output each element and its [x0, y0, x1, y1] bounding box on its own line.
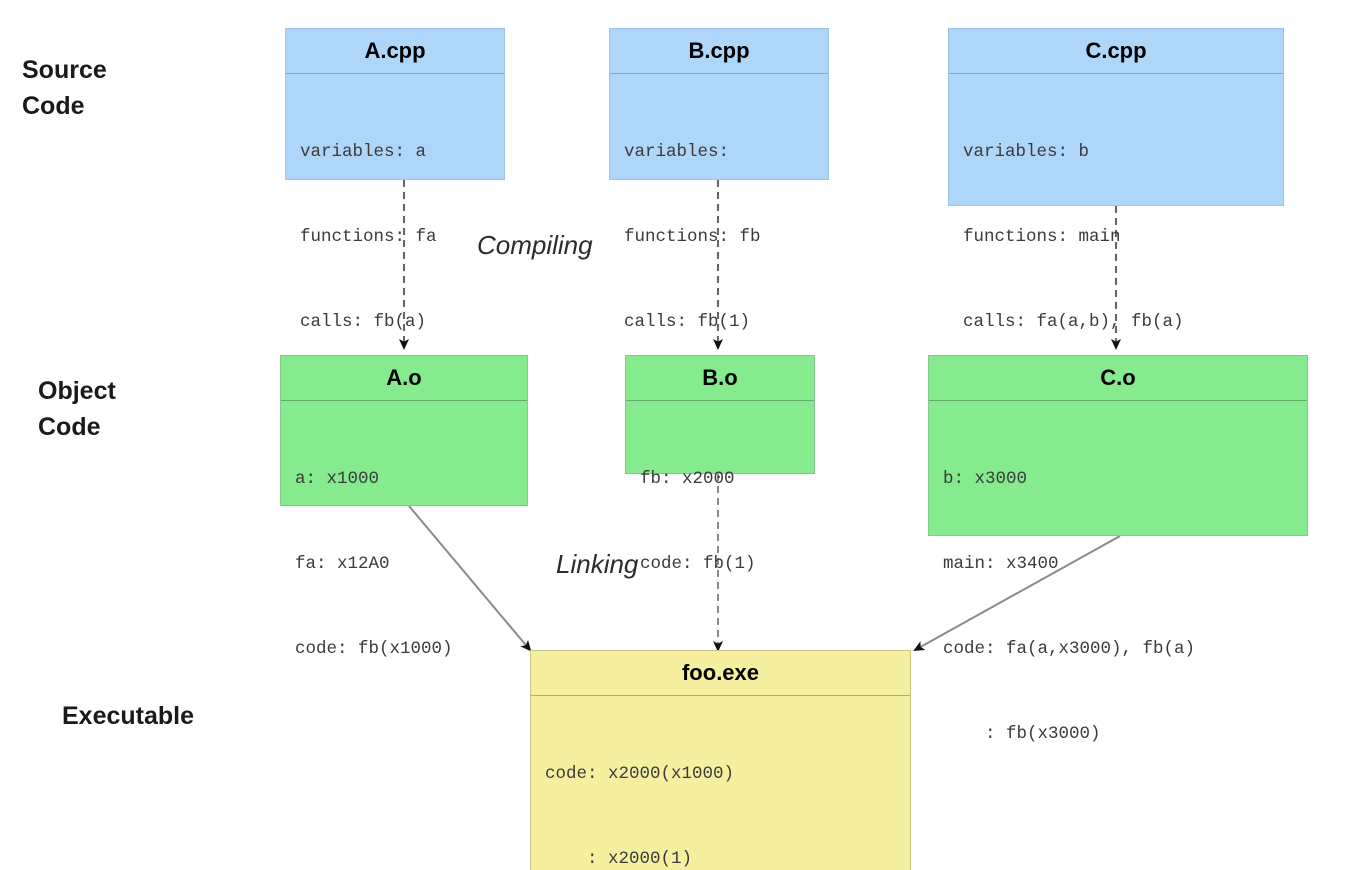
- node-c-cpp[interactable]: C.cpp variables: b functions: main calls…: [948, 28, 1284, 417]
- node-body-line: calls: fb(a): [300, 311, 427, 332]
- node-body: a: x1000 fa: x12A0 code: fb(x1000): [281, 401, 527, 727]
- node-body: code: x2000(x1000) : x2000(1) : x12A0(x1…: [531, 696, 910, 870]
- node-title: foo.exe: [531, 651, 910, 696]
- node-foo-exe[interactable]: foo.exe code: x2000(x1000) : x2000(1) : …: [530, 650, 911, 870]
- node-body-line: code: fb(1): [640, 553, 756, 574]
- node-body-line: main: x3400: [943, 553, 1059, 574]
- node-b-o[interactable]: B.o fb: x2000 code: fb(1): [625, 355, 815, 574]
- stage-label-object-code: Object Code: [38, 377, 116, 442]
- edge-label-compiling: Compiling: [477, 230, 593, 260]
- node-body: fb: x2000 code: fb(1): [626, 401, 814, 642]
- node-body-line: b: x3000: [943, 468, 1028, 489]
- node-body-line: fb: x2000: [640, 468, 735, 489]
- node-body-line: : x2000(1): [545, 848, 693, 869]
- node-body: b: x3000 main: x3400 code: fa(a,x3000), …: [929, 401, 1307, 812]
- stage-label-source-code: Source Code: [22, 56, 107, 121]
- node-body-line: fa: x12A0: [295, 553, 390, 574]
- stage-label-executable: Executable: [62, 702, 195, 730]
- node-body-line: functions: fb: [624, 226, 761, 247]
- node-body-line: calls: fa(a,b), fb(a): [963, 311, 1184, 332]
- node-body-line: code: fa(a,x3000), fb(a): [943, 638, 1196, 659]
- node-body-line: variables:: [624, 141, 730, 162]
- node-body-line: variables: b: [963, 141, 1090, 162]
- node-title: A.o: [281, 356, 527, 401]
- node-title: B.o: [626, 356, 814, 401]
- node-body-line: code: fb(x1000): [295, 638, 453, 659]
- node-body-line: calls: fb(1): [624, 311, 751, 332]
- node-body: variables: functions: fb calls: fb(1): [610, 74, 828, 400]
- node-a-cpp[interactable]: A.cpp variables: a functions: fa calls: …: [285, 28, 505, 332]
- node-body-line: functions: fa: [300, 226, 437, 247]
- node-a-o[interactable]: A.o a: x1000 fa: x12A0 code: fb(x1000): [280, 355, 528, 659]
- node-c-o[interactable]: C.o b: x3000 main: x3400 code: fa(a,x300…: [928, 355, 1308, 744]
- node-title: C.o: [929, 356, 1307, 401]
- node-title: B.cpp: [610, 29, 828, 74]
- node-body-line: functions: main: [963, 226, 1121, 247]
- node-body-line: variables: a: [300, 141, 427, 162]
- node-body-line: : fb(x3000): [943, 723, 1101, 744]
- node-title: A.cpp: [286, 29, 504, 74]
- node-b-cpp[interactable]: B.cpp variables: functions: fb calls: fb…: [609, 28, 829, 332]
- node-body-line: a: x1000: [295, 468, 380, 489]
- edge-label-linking: Linking: [556, 549, 639, 579]
- node-body: variables: a functions: fa calls: fb(a): [286, 74, 504, 400]
- node-body-line: code: x2000(x1000): [545, 763, 735, 784]
- node-title: C.cpp: [949, 29, 1283, 74]
